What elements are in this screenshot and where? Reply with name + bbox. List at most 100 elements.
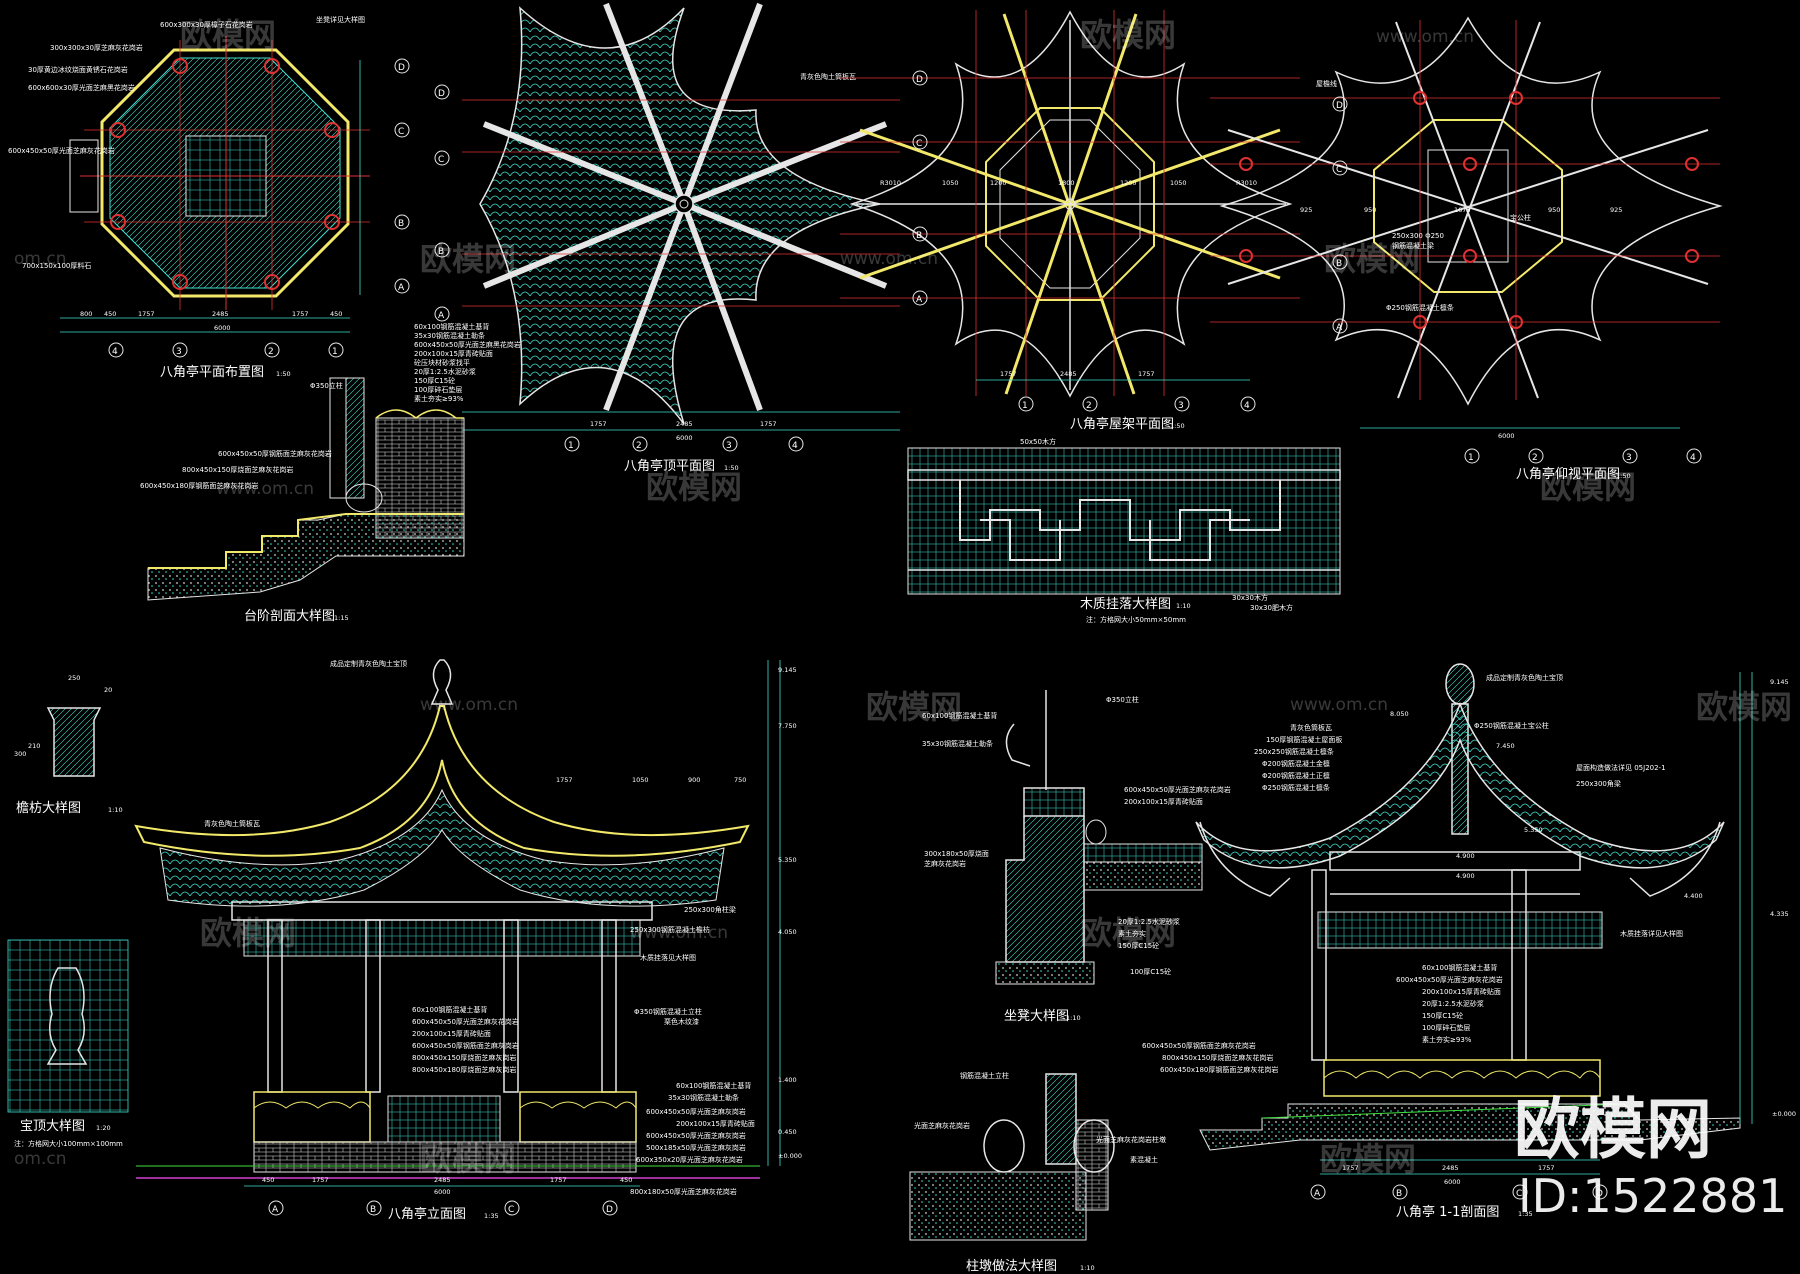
watermark-logo: 欧模网 <box>866 688 962 726</box>
dim-label: 2485 <box>1060 370 1077 378</box>
elevation-inner-notes: 60x100钢筋混凝土基背 600x450x50厚光面芝麻灰花岗岩 200x10… <box>412 1005 519 1074</box>
dim-total: 6000 <box>434 1188 451 1196</box>
grid-bubble: B <box>370 1205 376 1215</box>
level-label: 7.450 <box>1496 742 1515 750</box>
dim-label: 2485 <box>676 420 693 428</box>
elevation-title: 八角亭立面图 <box>388 1206 466 1222</box>
level-label: 4.900 <box>1456 852 1475 860</box>
dim-label: 1673 <box>1454 206 1471 214</box>
ceiling-plan-grid-bubbles: 1 2 3 4 D C B A <box>1332 96 1702 464</box>
grid-bubble: 3 <box>1178 401 1184 411</box>
section-note: 20厚1:2.5水泥砂浆 <box>1422 999 1484 1008</box>
dim-label: 1757 <box>1138 370 1155 378</box>
dim-label: 925 <box>1300 206 1312 214</box>
ceiling-note: 250x300 Φ250 <box>1392 232 1444 240</box>
grid-bubble: 4 <box>1244 401 1250 411</box>
hanging-lattice-title: 木质挂落大样图 <box>1080 597 1171 612</box>
grid-bubble: B <box>1396 1189 1402 1199</box>
bench-detail-scale: 1:10 <box>1066 1014 1081 1022</box>
elevation-note: 800x180x50厚光面芝麻灰花岗岩 <box>630 1187 737 1196</box>
elevation-note: 500x185x50厚光面芝麻灰岗岩 <box>646 1143 746 1152</box>
watermark-url: www.om.cn <box>216 479 314 499</box>
dim-label: 1757 <box>590 420 607 428</box>
section-note: 150厚C15砼 <box>1422 1011 1463 1020</box>
dim-label: 1050 <box>1170 179 1187 187</box>
lattice-note: 50x50木方 <box>1020 437 1056 446</box>
grid-bubble: D <box>606 1205 613 1215</box>
grid-bubble: A <box>1336 323 1343 333</box>
section-note: 600x450x50厚光面芝麻灰花岗岩 <box>1396 975 1503 984</box>
grid-bubble: B <box>916 231 922 241</box>
elevation-note: 成品定制青灰色陶土宝顶 <box>330 659 407 668</box>
elevation-note: 200x100x15厚青砖贴面 <box>676 1119 755 1128</box>
level-label: 4.400 <box>1684 892 1703 900</box>
step-note: 素土夯实≥93% <box>414 394 464 403</box>
lattice-note: 30x30木方 <box>1232 593 1268 602</box>
ceiling-plan-scale: 1:50 <box>1616 472 1631 480</box>
plan-layout-drawing <box>60 36 370 333</box>
bench-note: 300x180x50厚烧面 <box>924 849 989 858</box>
elevation-note: 60x100钢筋混凝土基背 <box>676 1081 751 1090</box>
step-section-title: 台阶剖面大样图 <box>244 609 335 624</box>
grid-bubble: 1 <box>1468 453 1474 463</box>
section-note: 素土夯实≥93% <box>1422 1035 1472 1044</box>
brand-id: ID:1522881 <box>1518 1169 1787 1223</box>
step-note: 100厚碎石垫层 <box>414 385 462 394</box>
step-section-notes: 60x100钢筋混凝土基背 35x30钢筋混凝土勒条 600x450x50厚光面… <box>140 322 521 490</box>
brand-mark: 欧模网 ID:1522881 <box>1514 1091 1787 1223</box>
elevation-inner-note: 800x450x150厚烧面芝麻灰岗岩 <box>412 1053 516 1062</box>
hanging-lattice-notes: 50x50木方 30x30木方 30x30肥木方 <box>1020 437 1293 612</box>
level-label: 4.335 <box>1770 910 1789 918</box>
grid-bubble: D <box>916 75 923 85</box>
dim-label: 925 <box>1610 206 1622 214</box>
step-note: 600x450x50厚光面芝麻黑花岗岩 <box>414 340 521 349</box>
watermark-url: om.cn <box>14 249 67 269</box>
watermark-url: om.cn <box>14 1149 67 1169</box>
section-grid-bubbles: A B C D <box>1310 1184 1608 1200</box>
roof-plan-title: 八角亭顶平面图 <box>624 458 715 474</box>
watermark-logo: 欧模网 <box>420 240 516 278</box>
bench-note: 芝麻灰花岗岩 <box>924 859 966 868</box>
dim-label: 20 <box>104 686 112 694</box>
grid-bubble: A <box>438 311 445 321</box>
grid-bubble: A <box>272 1205 279 1215</box>
elevation-grid-bubbles: A B C D <box>268 1200 618 1216</box>
section-note: 250x300角梁 <box>1576 779 1621 788</box>
plan-note: 600x450x50厚光面芝麻灰花岗岩 <box>8 146 115 155</box>
watermark-logo: 欧模网 <box>646 468 742 506</box>
dim-label: 300 <box>14 750 26 758</box>
section-note: 青灰色筒板瓦 <box>1290 723 1332 732</box>
level-label: 5.350 <box>1524 826 1543 834</box>
bench-note: 60x100钢筋混凝土基背 <box>922 711 997 720</box>
level-label: ±0.000 <box>778 1152 802 1160</box>
grid-bubble: B <box>1336 259 1342 269</box>
plan-layout-grid-bubbles: 4 3 2 1 D C B A <box>108 58 410 358</box>
section-title: 八角亭 1-1剖面图 <box>1396 1204 1499 1220</box>
beam-detail-title: 檐枋大样图 <box>16 800 81 816</box>
grid-bubble: 1 <box>568 441 574 451</box>
watermark-logo: 欧模网 <box>1696 688 1792 726</box>
pier-detail-scale: 1:10 <box>1080 1264 1095 1272</box>
bench-detail-drawing <box>995 690 1203 985</box>
bench-note: 素土夯实 <box>1118 929 1146 938</box>
bench-note: 100厚C15砼 <box>1130 967 1171 976</box>
plan-note: 600x600x30厚光面芝麻黑花岗岩 <box>28 83 135 92</box>
section-note: 100厚碎石垫层 <box>1422 1023 1470 1032</box>
elevation-inner-note: 600x450x50厚钢筋面芝麻灰岗岩 <box>412 1041 519 1050</box>
dim-label: 450 <box>620 1176 632 1184</box>
elevation-note: 250x300角柱梁 <box>684 905 736 914</box>
step-note: 20厚1:2.5水泥砂浆 <box>414 367 476 376</box>
section-note: 屋面构造做法详见 05J202-1 <box>1576 763 1666 772</box>
grid-bubble: A <box>916 295 923 305</box>
dim-label: 800 <box>80 310 92 318</box>
elevation-note: 青灰色陶土筒板瓦 <box>204 819 260 828</box>
section-note: 250x250钢筋混凝土檩条 <box>1254 747 1334 756</box>
ceiling-plan-title: 八角亭仰视平面图 <box>1516 466 1620 482</box>
ceiling-note: 宝公柱 <box>1510 213 1531 222</box>
elevation-note: 250x300钢筋混凝土檐枋 <box>630 925 710 934</box>
section-note: 200x100x15厚青砖贴面 <box>1422 987 1501 996</box>
grid-bubble: 1 <box>332 347 338 357</box>
plan-layout-title: 八角亭平面布置图 <box>160 364 264 380</box>
ceiling-plan-notes: 屋檐线 250x300 Φ250 钢筋混凝土梁 Φ250钢筋混凝土檩条 宝公柱 <box>1316 79 1531 312</box>
dim-total: 6000 <box>1498 432 1515 440</box>
